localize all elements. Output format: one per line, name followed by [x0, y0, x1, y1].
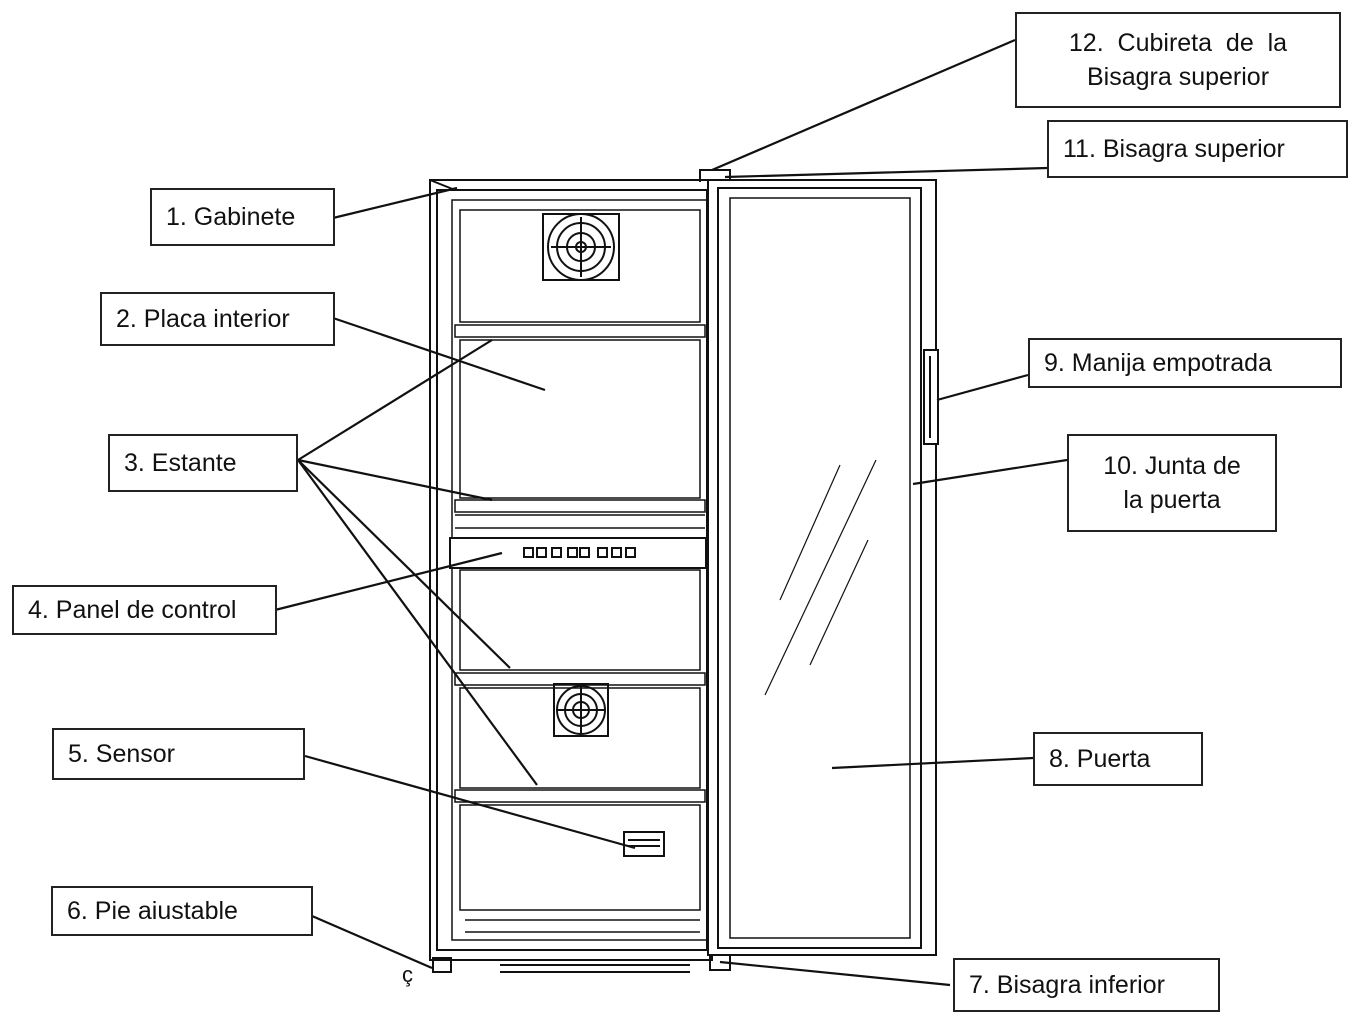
label-bisagra-inferior: 7. Bisagra inferior [953, 958, 1220, 1012]
label-bisagra-superior: 11. Bisagra superior [1047, 120, 1348, 178]
label-panel-control: 4. Panel de control [12, 585, 277, 635]
label-puerta: 8. Puerta [1033, 732, 1203, 786]
label-placa-interior-text: 2. Placa interior [116, 305, 290, 333]
fan-icon [553, 683, 609, 737]
label-bisagra-superior-text: 11. Bisagra superior [1063, 135, 1285, 163]
control-panel [449, 537, 707, 569]
label-panel-control-text: 4. Panel de control [28, 596, 237, 624]
label-manija-text: 9. Manija empotrada [1044, 349, 1272, 377]
label-placa-interior: 2. Placa interior [100, 292, 335, 346]
recessed-handle [923, 349, 939, 445]
leader-lines [274, 38, 1068, 987]
label-pie-ajustable: 6. Pie aiustable [51, 886, 313, 936]
label-sensor-text: 5. Sensor [68, 740, 176, 768]
label-gabinete-text: 1. Gabinete [166, 203, 296, 231]
label-gabinete: 1. Gabinete [150, 188, 335, 246]
label-estante: 3. Estante [108, 434, 298, 492]
label-cubierta-line2: Bisagra superior [1086, 63, 1270, 91]
label-junta-line1: 10. Junta de [1103, 452, 1241, 480]
sensor-icon [623, 831, 665, 857]
label-manija: 9. Manija empotrada [1028, 338, 1342, 388]
label-estante-text: 3. Estante [124, 449, 237, 477]
label-pie-ajustable-text: 6. Pie aiustable [67, 897, 238, 925]
label-sensor: 5. Sensor [52, 728, 305, 780]
label-junta: 10. Junta de la puerta [1067, 434, 1277, 532]
label-bisagra-inferior-text: 7. Bisagra inferior [969, 971, 1165, 999]
label-cubierta: 12. Cubireta de la Bisagra superior [1015, 12, 1341, 108]
label-cubierta-line1: 12. Cubireta de la [1068, 29, 1288, 57]
door-outline [707, 179, 937, 956]
label-puerta-text: 8. Puerta [1049, 745, 1151, 773]
label-junta-line2: la puerta [1123, 486, 1221, 514]
stray-glyph: ç [402, 962, 413, 987]
fan-icon [542, 213, 620, 281]
